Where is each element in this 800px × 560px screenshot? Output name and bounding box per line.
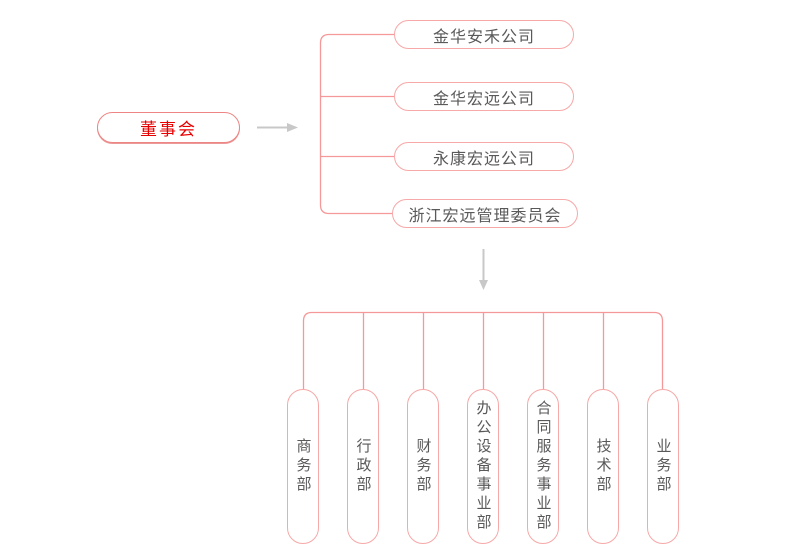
department-node-1[interactable]: 商务部 — [287, 389, 319, 544]
department-node-6[interactable]: 技术部 — [587, 389, 619, 544]
department-node-5[interactable]: 合同服务事业部 — [527, 389, 559, 544]
department-node-label: 办公设备事业部 — [474, 400, 492, 533]
department-node-label: 商务部 — [294, 438, 312, 495]
department-node-7[interactable]: 业务部 — [647, 389, 679, 544]
right-arrow-icon — [257, 123, 298, 132]
department-node-label: 合同服务事业部 — [534, 400, 552, 533]
department-node-label: 行政部 — [354, 438, 372, 495]
department-node-label: 技术部 — [594, 438, 612, 495]
subsidiary-node-label: 浙江宏远管理委员会 — [408, 207, 562, 225]
subsidiary-node-3[interactable]: 永康宏远公司 — [394, 142, 574, 171]
subsidiaries-bracket-connector — [319, 33, 396, 215]
root-node-board[interactable]: 董事会 — [97, 112, 240, 143]
department-node-2[interactable]: 行政部 — [347, 389, 379, 544]
department-node-3[interactable]: 财务部 — [407, 389, 439, 544]
departments-tree-connector — [302, 311, 664, 389]
subsidiary-node-label: 金华宏远公司 — [432, 90, 535, 108]
root-node-label: 董事会 — [140, 120, 197, 139]
subsidiary-node-label: 永康宏远公司 — [432, 150, 535, 168]
subsidiary-node-label: 金华安禾公司 — [432, 28, 535, 46]
down-arrow-icon — [479, 249, 488, 290]
subsidiary-node-1[interactable]: 金华安禾公司 — [394, 20, 574, 49]
department-node-4[interactable]: 办公设备事业部 — [467, 389, 499, 544]
department-node-label: 财务部 — [414, 438, 432, 495]
subsidiary-node-2[interactable]: 金华宏远公司 — [394, 82, 574, 111]
department-node-label: 业务部 — [654, 438, 672, 495]
subsidiary-node-4[interactable]: 浙江宏远管理委员会 — [392, 199, 578, 228]
